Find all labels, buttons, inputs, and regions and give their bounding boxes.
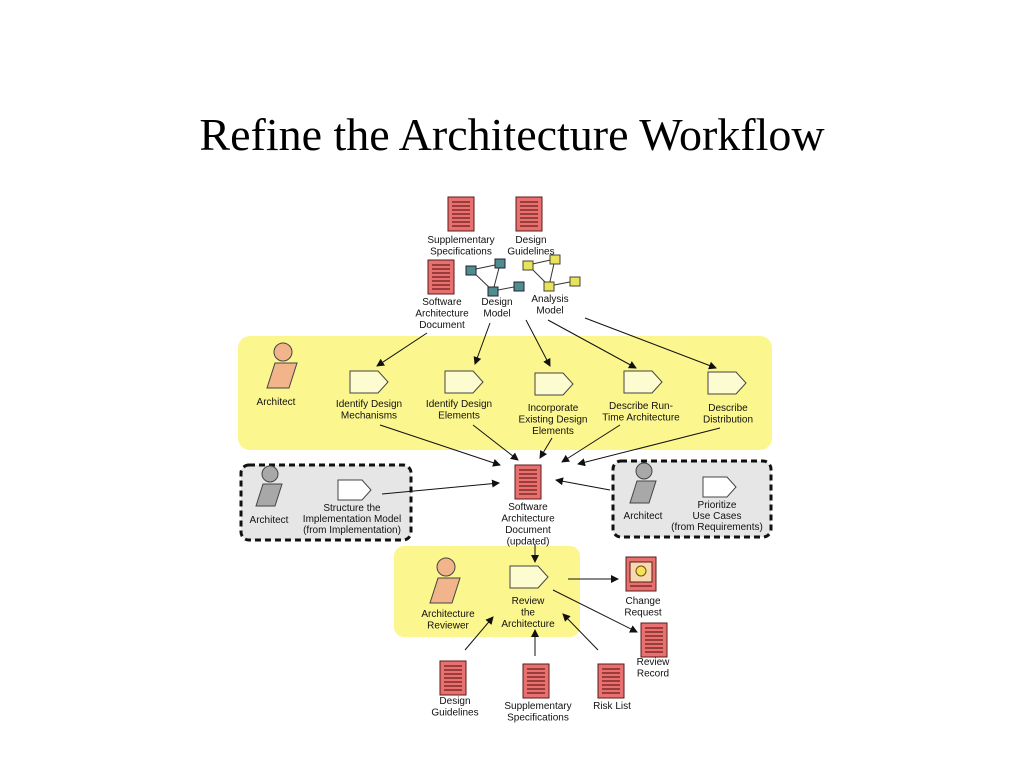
structure-impl-model-label-line: Implementation Model [303,514,401,525]
describe-runtime-label-line: Time Architecture [602,413,680,424]
architect-left-label: Architect [250,515,289,526]
software-architecture-document-label-line: Architecture [415,309,469,320]
supplementary-specs-top-doc-icon [447,196,475,232]
review-record-label-line: Review [637,657,671,668]
design-model-label-line: Model [483,309,510,320]
incorporate-existing-label-line: Existing Design [519,415,588,426]
right-dashed-lane [611,459,773,539]
supplementary-specs-top-label-line: Supplementary [427,235,494,246]
software-architecture-doc-icon [427,259,455,295]
architect-main-label: Architect [257,397,296,408]
change-request-label-line: Request [624,608,661,619]
architect-left-label-line: Architect [250,515,289,526]
arrows [376,317,721,656]
review-record-label-line: Record [637,669,669,680]
analysis-model-label-line: Analysis [531,294,568,305]
design-model-label-line: Design [481,297,512,308]
risk-list-label-line: Risk List [593,701,631,712]
design-guidelines-bottom-label-line: Design [439,696,470,707]
design-guidelines-top-doc-icon [515,196,543,232]
architect-right-label: Architect [624,511,663,522]
review-architecture-label-line: Architecture [501,619,555,630]
architect-main-label-line: Architect [257,397,296,408]
review-architecture-label-line: the [521,608,535,619]
risk-list-label: Risk List [593,701,631,712]
prioritize-use-cases-label-line: Prioritize [698,500,737,511]
software-architecture-updated-doc-icon [514,464,542,500]
analysis-model-icon [522,254,581,292]
architect-right-label-line: Architect [624,511,663,522]
describe-runtime-label-line: Describe Run- [609,401,673,412]
architect-swimlane [238,336,772,450]
design-guidelines-top-label-line: Design [515,235,546,246]
supplementary-specs-top-label-line: Specifications [430,247,492,258]
design-model-icon [465,258,525,297]
change-request-label-line: Change [625,596,660,607]
change-request-icon [625,556,657,592]
incorporate-existing-label-line: Incorporate [528,403,579,414]
identify-design-mechanisms-label-line: Mechanisms [341,411,397,422]
incorporate-existing-label-line: Elements [532,426,574,437]
identify-design-mechanisms-label-line: Identify Design [336,399,402,410]
software-architecture-updated-label-line: Architecture [501,514,555,525]
slide-title: Refine the Architecture Workflow [199,109,825,160]
architecture-reviewer-label-line: Reviewer [427,621,469,632]
software-architecture-updated-label-line: Document [505,525,551,536]
review-record-doc-icon [640,622,668,658]
software-architecture-document-label-line: Software [422,297,462,308]
structure-impl-model-label-line: Structure the [323,503,381,514]
architecture-reviewer-label-line: Architecture [421,609,475,620]
review-architecture-label-line: Review [512,596,546,607]
structure-impl-model-label-line: (from Implementation) [303,525,401,536]
supplementary-specs-bottom-doc-icon [522,663,550,699]
identify-design-elements-label-line: Identify Design [426,399,492,410]
supplementary-specs-bottom-label-line: Specifications [507,713,569,724]
software-architecture-updated-label-line: (updated) [507,537,550,548]
prioritize-use-cases-label-line: Use Cases [693,511,742,522]
supplementary-specs-bottom-label-line: Supplementary [504,701,571,712]
design-guidelines-bottom-label-line: Guidelines [431,708,478,719]
software-architecture-updated-label-line: Software [508,502,548,513]
software-architecture-document-label-line: Document [419,320,465,331]
describe-distribution-label-line: Describe [708,403,748,414]
design-guidelines-bottom-doc-icon [439,660,467,696]
risk-list-doc-icon [597,663,625,699]
analysis-model-label-line: Model [536,306,563,317]
prioritize-use-cases-label-line: (from Requirements) [671,522,763,533]
design-guidelines-top-label-line: Guidelines [507,247,554,258]
describe-runtime-label: Describe Run-Time Architecture [602,401,680,424]
describe-distribution-label-line: Distribution [703,415,753,426]
left-dashed-lane [239,463,413,542]
identify-design-elements-label-line: Elements [438,411,480,422]
